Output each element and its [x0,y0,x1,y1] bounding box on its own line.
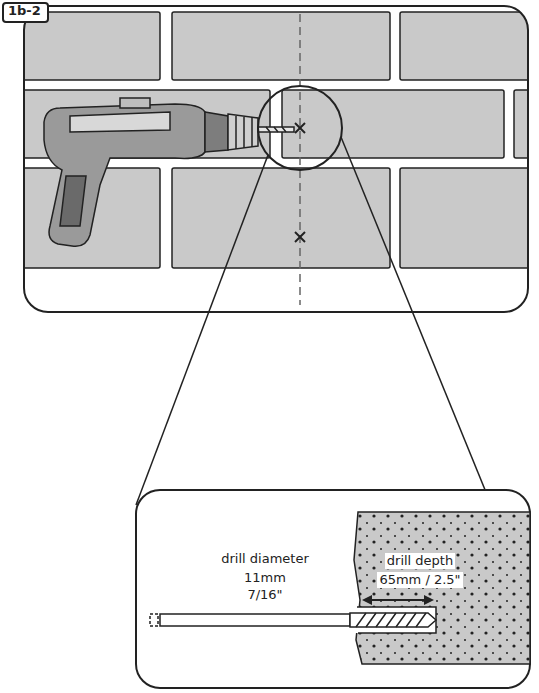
dimension-value: 65mm / 2.5" [377,572,462,588]
dimension-arrow [362,595,434,605]
leader-line [136,155,268,505]
brick-wall [24,6,528,312]
magnify-circle [258,86,342,170]
panel [24,6,528,312]
dimension-label: drill diameter [221,552,309,566]
dimension-label: drill depth [385,553,455,569]
drill-bit [150,613,436,627]
drill-mark [295,123,305,242]
figure-badge: 1b-2 [2,2,49,23]
dimension-value: 11mm [244,571,286,585]
dimension-value: 7/16" [247,588,282,602]
drill [44,98,294,246]
center-line [299,14,301,305]
detail-panel [136,490,530,688]
concrete-section [350,512,530,664]
figure-number: 1b-2 [8,4,43,18]
